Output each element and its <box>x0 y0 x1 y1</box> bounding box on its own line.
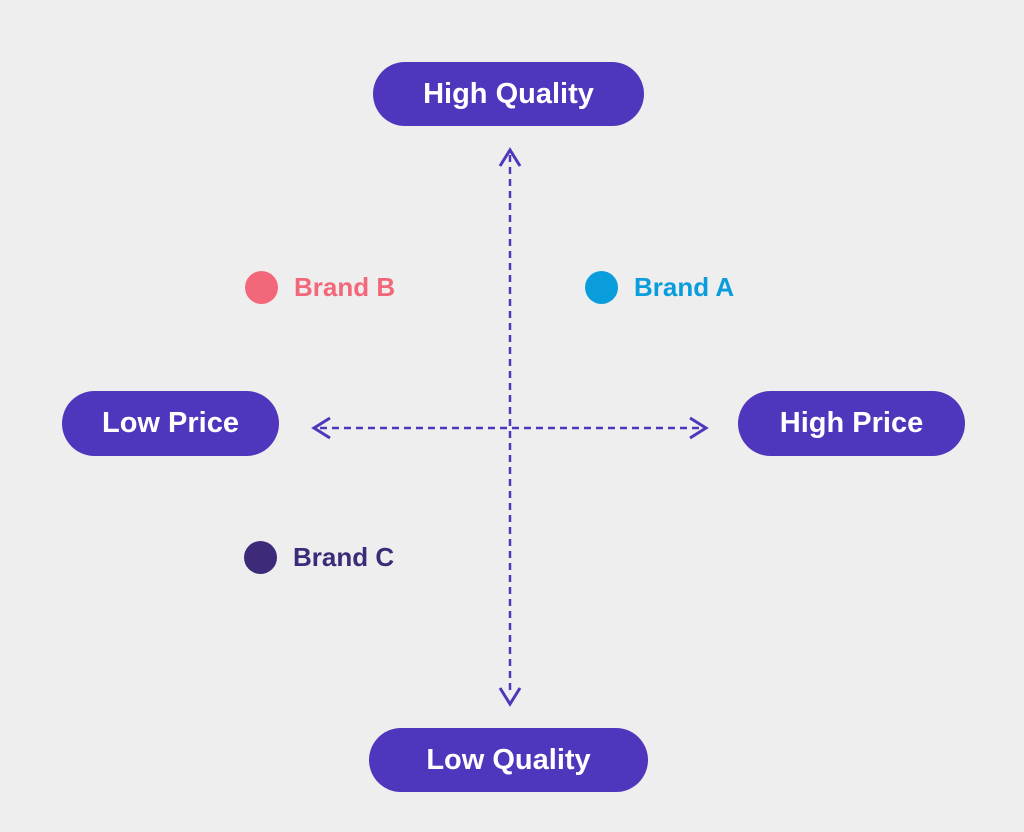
high-price-label: High Price <box>738 391 965 456</box>
brand-b-dot-icon <box>245 271 278 304</box>
arrow-right-icon <box>689 416 709 440</box>
arrow-left-icon <box>311 416 331 440</box>
brand-a-marker: Brand A <box>585 271 734 304</box>
low-price-label: Low Price <box>62 391 279 456</box>
brand-c-label: Brand C <box>293 542 395 572</box>
low-quality-label: Low Quality <box>369 728 648 792</box>
brand-a-dot-icon <box>585 271 618 304</box>
brand-c-marker: Brand C <box>244 541 394 574</box>
brand-a-label: Brand A <box>634 272 735 302</box>
brand-c-dot-icon <box>244 541 277 574</box>
arrow-up-icon <box>498 147 522 167</box>
brand-b-marker: Brand B <box>245 271 395 304</box>
high-quality-label: High Quality <box>373 62 644 126</box>
arrow-down-icon <box>498 687 522 707</box>
brand-b-label: Brand B <box>294 272 396 302</box>
